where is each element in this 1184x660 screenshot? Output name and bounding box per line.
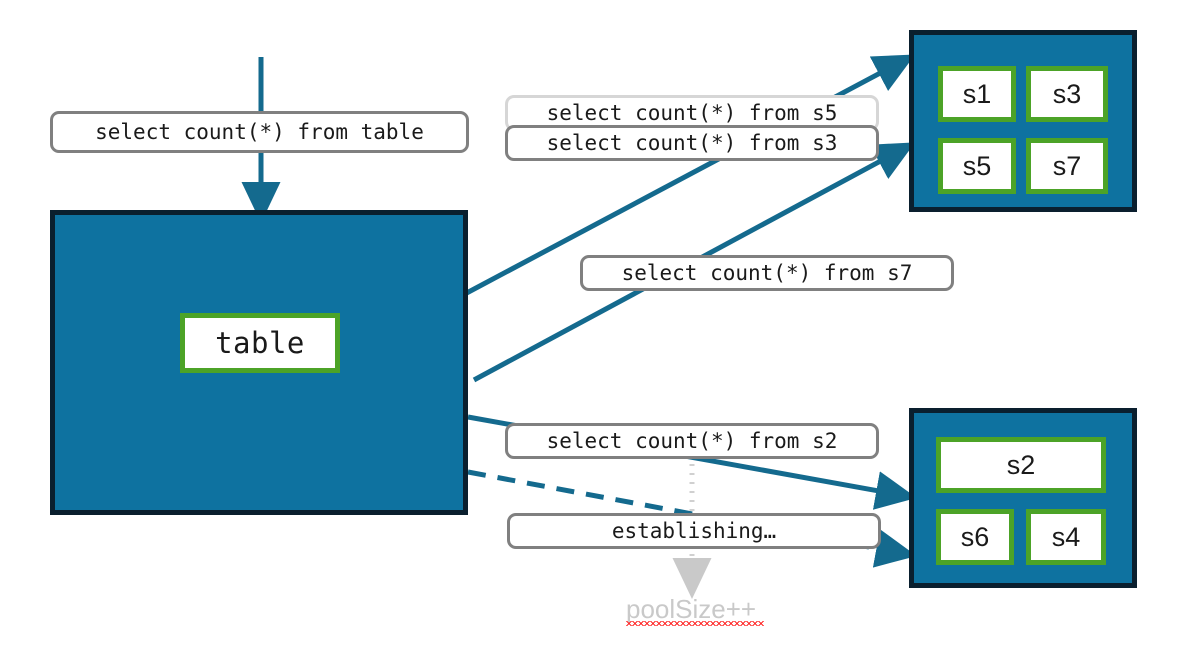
query-pill-establishing-label: establishing…	[611, 519, 777, 543]
query-pill-s2-label: select count(*) from s2	[546, 429, 838, 453]
poolsize-annotation-label: poolSize++	[626, 594, 757, 624]
shard-s2: s2	[936, 437, 1106, 493]
table-chip-label: table	[215, 326, 305, 360]
shard-s1: s1	[938, 66, 1016, 122]
query-pill-source-label: select count(*) from table	[95, 120, 424, 144]
shard-s3-label: s3	[1052, 78, 1082, 109]
shard-s3: s3	[1026, 66, 1108, 122]
query-pill-s5-label: select count(*) from s5	[546, 101, 838, 125]
shard-s7-label: s7	[1052, 150, 1082, 181]
poolsize-annotation: poolSize++	[626, 594, 756, 625]
shard-s2-label: s2	[1006, 449, 1036, 480]
query-pill-establishing[interactable]: establishing…	[507, 513, 881, 549]
shard-s7: s7	[1026, 138, 1108, 194]
query-pill-s2[interactable]: select count(*) from s2	[505, 423, 879, 459]
query-pill-s3-label: select count(*) from s3	[546, 131, 838, 155]
shard-s5-label: s5	[962, 150, 992, 181]
shard-s4-label: s4	[1051, 521, 1081, 552]
shard-s5: s5	[938, 138, 1016, 194]
shard-s6-label: s6	[960, 521, 990, 552]
table-chip: table	[180, 313, 340, 373]
query-pill-s3[interactable]: select count(*) from s3	[505, 125, 879, 161]
shard-s6: s6	[936, 509, 1014, 565]
spellcheck-underline-icon	[626, 621, 764, 626]
query-pill-s7-label: select count(*) from s7	[621, 261, 913, 285]
query-pill-s7[interactable]: select count(*) from s7	[580, 255, 954, 291]
shard-s4: s4	[1026, 509, 1106, 565]
shard-s1-label: s1	[962, 78, 992, 109]
query-pill-source[interactable]: select count(*) from table	[50, 111, 469, 153]
